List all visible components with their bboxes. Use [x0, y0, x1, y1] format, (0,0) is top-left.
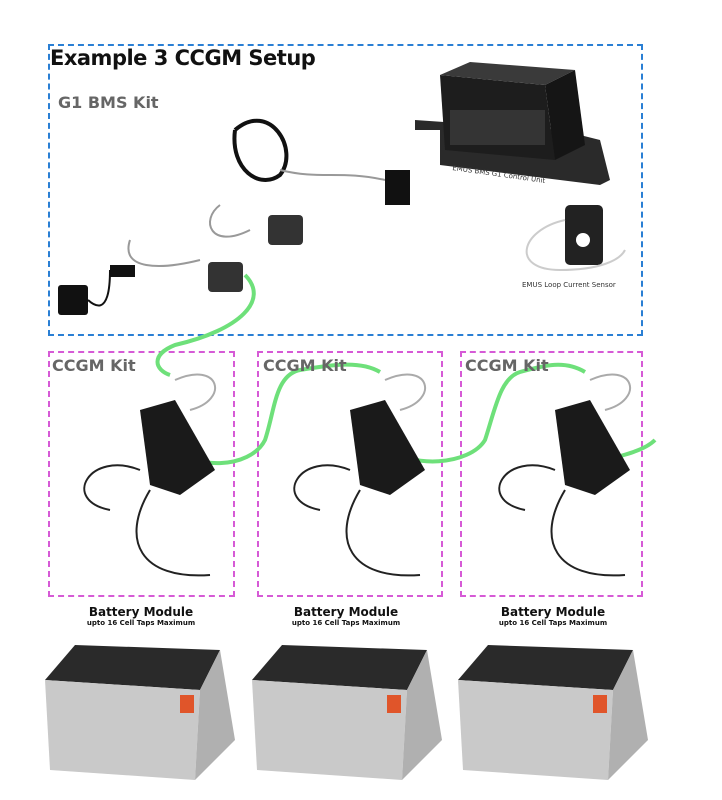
ccgm-device-1 [83, 373, 217, 577]
can-cable [155, 273, 657, 466]
ccgm-kit-label-3: CCGM Kit [465, 356, 549, 375]
battery-module-image-3 [458, 645, 648, 780]
ccgm-kit-box-1 [48, 351, 235, 597]
battery-module-image-2 [252, 645, 442, 780]
battery-module-subtitle: upto 16 Cell Taps Maximum [86, 619, 196, 627]
battery-module-subtitle: upto 16 Cell Taps Maximum [498, 619, 608, 627]
ccgm-kit-box-2 [257, 351, 443, 597]
battery-module-title: Battery Module [88, 605, 194, 619]
current-sensor-caption: EMUS Loop Current Sensor [522, 281, 616, 289]
battery-module-image-1 [45, 645, 235, 780]
g1-bms-kit-box [48, 44, 643, 336]
battery-module-title: Battery Module [500, 605, 606, 619]
page-title: Example 3 CCGM Setup [50, 46, 316, 70]
bms-cables-image [58, 118, 410, 315]
ccgm-device-2 [293, 373, 427, 577]
ccgm-kit-box-3 [460, 351, 643, 597]
battery-module-label-1: Battery Module upto 16 Cell Taps Maximum [51, 605, 231, 627]
ccgm-device-3 [498, 373, 632, 577]
loop-current-sensor-image [525, 205, 626, 272]
battery-module-label-2: Battery Module upto 16 Cell Taps Maximum [256, 605, 436, 627]
ccgm-kit-label-1: CCGM Kit [52, 356, 136, 375]
battery-module-label-3: Battery Module upto 16 Cell Taps Maximum [463, 605, 643, 627]
battery-module-title: Battery Module [293, 605, 399, 619]
battery-module-subtitle: upto 16 Cell Taps Maximum [291, 619, 401, 627]
ccgm-kit-label-2: CCGM Kit [263, 356, 347, 375]
g1-bms-kit-label: G1 BMS Kit [58, 93, 159, 112]
bms-control-unit-image [415, 62, 610, 185]
